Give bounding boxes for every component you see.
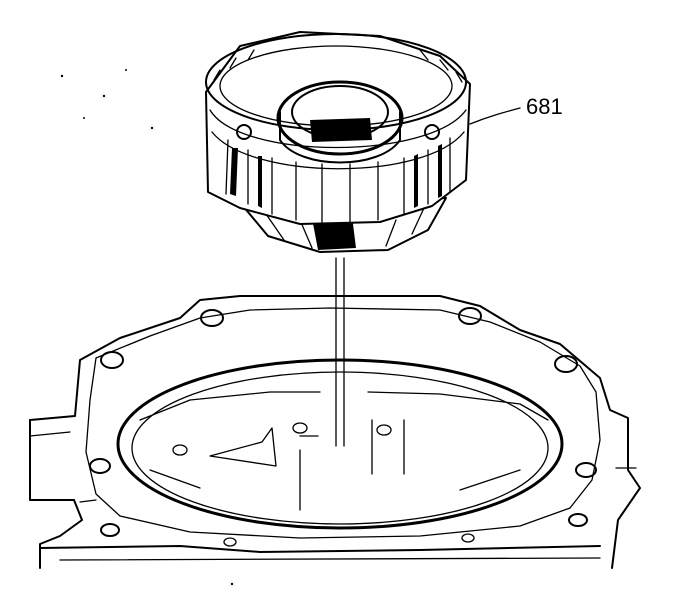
alignment-lines [335, 257, 345, 447]
clutch-band-ribs [225, 137, 451, 223]
callout-label-681: 681 [526, 94, 563, 119]
component-681-drum [205, 31, 471, 253]
scan-specks [60, 69, 234, 586]
callout-681-leader [469, 107, 521, 125]
flange-bolt-holes [89, 307, 597, 547]
case-bore-opening [116, 358, 564, 530]
transmission-case [29, 295, 641, 569]
